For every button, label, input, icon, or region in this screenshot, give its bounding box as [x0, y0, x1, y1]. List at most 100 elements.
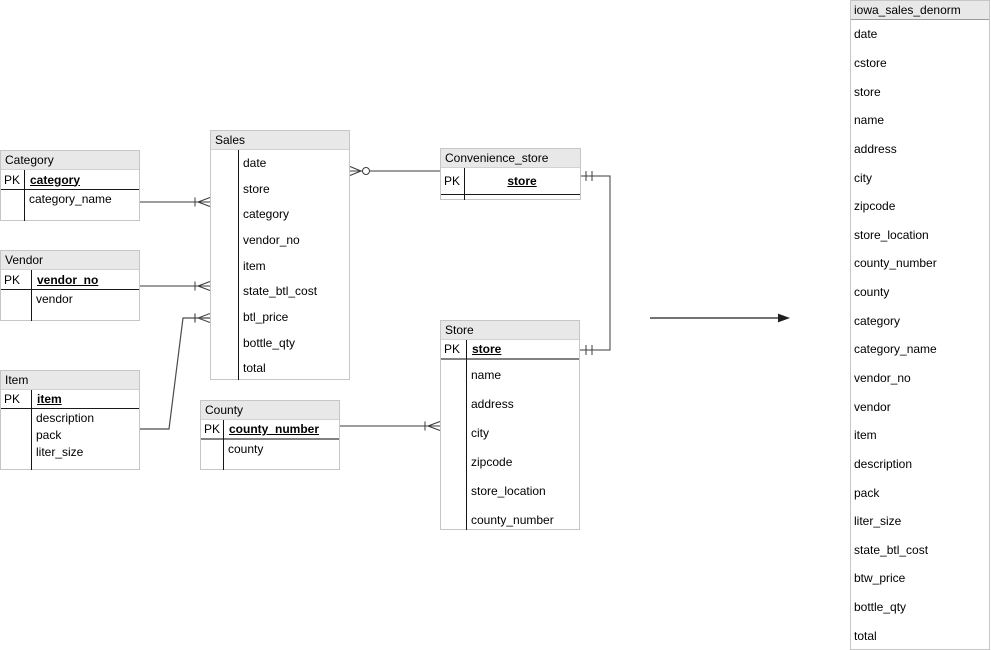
field-row: vendor_no	[243, 232, 300, 247]
field-row: store_location	[471, 483, 546, 498]
table-body: PK item description pack liter_size	[1, 390, 139, 470]
pk-column-divider	[31, 270, 32, 321]
field-list: county	[201, 440, 339, 458]
pk-column-divider	[223, 420, 224, 470]
field-row: name	[854, 113, 885, 128]
connector-vendor-sales[interactable]	[140, 281, 211, 291]
field-row: date	[243, 155, 267, 170]
table-title: Convenience_store	[441, 149, 580, 168]
field-row: date	[854, 27, 878, 42]
table-title: Vendor	[1, 251, 139, 270]
field-row: county	[854, 285, 890, 300]
pk-field-name: store	[507, 174, 537, 188]
field-row: county_number	[471, 512, 554, 527]
pk-field-name: item	[37, 392, 62, 406]
field-row: store	[854, 84, 881, 99]
field-row: address	[471, 396, 514, 411]
zero-cardinality-circle	[362, 167, 370, 175]
field-row: vendor	[36, 292, 73, 306]
pk-row: PK category	[1, 170, 139, 190]
pk-row: PK store	[441, 340, 579, 360]
pk-row: PK store	[441, 168, 580, 195]
field-row: bottle_qty	[854, 600, 907, 615]
denorm-flow-arrow[interactable]	[650, 313, 790, 323]
field-list: vendor	[1, 290, 139, 308]
field-row: item	[243, 258, 266, 273]
field-row: store	[243, 181, 270, 196]
entity-table-convenience-store[interactable]: Convenience_store PK store	[440, 148, 581, 200]
field-row: vendor_no	[854, 371, 911, 385]
pk-field-name: category	[30, 172, 81, 187]
field-row: city	[854, 170, 872, 185]
pk-column-divider	[238, 150, 239, 380]
pk-row: PK item	[1, 390, 139, 409]
entity-table-iowa-sales-denorm[interactable]: iowa_sales_denorm date cstore store name add…	[850, 0, 990, 650]
table-title: County	[201, 401, 339, 420]
entity-table-county[interactable]: County PK county_number county	[200, 400, 340, 470]
connector-sales-convenience-store[interactable]	[349, 166, 440, 176]
table-body: PK store name address city zipcode store_loc…	[441, 340, 579, 530]
field-list: category_name	[1, 190, 139, 208]
pk-label: PK	[4, 172, 21, 187]
field-row: county_number	[854, 256, 937, 271]
table-body: PK store	[441, 168, 580, 200]
connector-convenience-store-store[interactable]	[580, 171, 611, 355]
field-row: btl_price	[243, 309, 289, 324]
table-body: date cstore store name address city zipcode sto…	[851, 20, 989, 650]
pk-field-name: vendor_no	[37, 272, 99, 287]
table-title: Item	[1, 371, 139, 390]
field-row: category_name	[29, 192, 112, 206]
entity-table-store[interactable]: Store PK store name address city zipcode sto…	[440, 320, 580, 530]
pk-label: PK	[444, 342, 461, 356]
field-row: pack	[36, 427, 62, 442]
table-title: Category	[1, 151, 139, 170]
field-row: name	[471, 367, 502, 382]
field-row: total	[854, 628, 877, 643]
connector-item-sales[interactable]	[140, 312, 211, 430]
entity-table-item[interactable]: Item PK item description pack liter_size	[0, 370, 140, 470]
field-row: zipcode	[854, 199, 896, 214]
table-title: Store	[441, 321, 579, 340]
connector-county-store[interactable]	[340, 421, 441, 431]
field-row: city	[471, 425, 489, 440]
table-title: Sales	[211, 131, 349, 150]
field-row: liter_size	[854, 514, 902, 529]
field-row: item	[854, 428, 877, 443]
arrowhead-icon	[778, 313, 790, 323]
field-row: cstore	[854, 55, 887, 70]
entity-table-vendor[interactable]: Vendor PK vendor_no vendor	[0, 250, 140, 321]
pk-label: PK	[4, 272, 21, 287]
connector-category-sales[interactable]	[140, 197, 211, 207]
field-row: btw_price	[854, 571, 906, 586]
pk-label: PK	[204, 422, 221, 436]
pk-label: PK	[444, 174, 461, 188]
pk-label: PK	[4, 392, 21, 406]
field-row: category	[854, 313, 901, 328]
table-body: PK vendor_no vendor	[1, 270, 139, 321]
field-row: store_location	[854, 227, 929, 242]
table-title: iowa_sales_denorm	[851, 1, 989, 20]
pk-row: PK vendor_no	[1, 270, 139, 290]
field-list: date cstore store name address city zipcode sto…	[851, 20, 989, 650]
field-row: liter_size	[36, 444, 84, 459]
pk-column-divider	[31, 390, 32, 470]
field-row: county	[228, 442, 264, 456]
pk-field-name: store	[472, 342, 502, 356]
table-body: PK county_number county	[201, 420, 339, 470]
pk-row: PK county_number	[201, 420, 339, 440]
table-body: PK category category_name	[1, 170, 139, 221]
field-row: state_btl_cost	[243, 284, 318, 299]
entity-table-category[interactable]: Category PK category category_name	[0, 150, 140, 221]
field-row: bottle_qty	[243, 335, 296, 350]
field-row: zipcode	[471, 454, 513, 469]
field-row: vendor	[854, 399, 891, 414]
field-row: total	[243, 361, 266, 376]
field-list: description pack liter_size	[1, 409, 139, 460]
field-row: pack	[854, 485, 880, 500]
field-row: address	[854, 141, 897, 156]
field-row: description	[36, 410, 95, 425]
